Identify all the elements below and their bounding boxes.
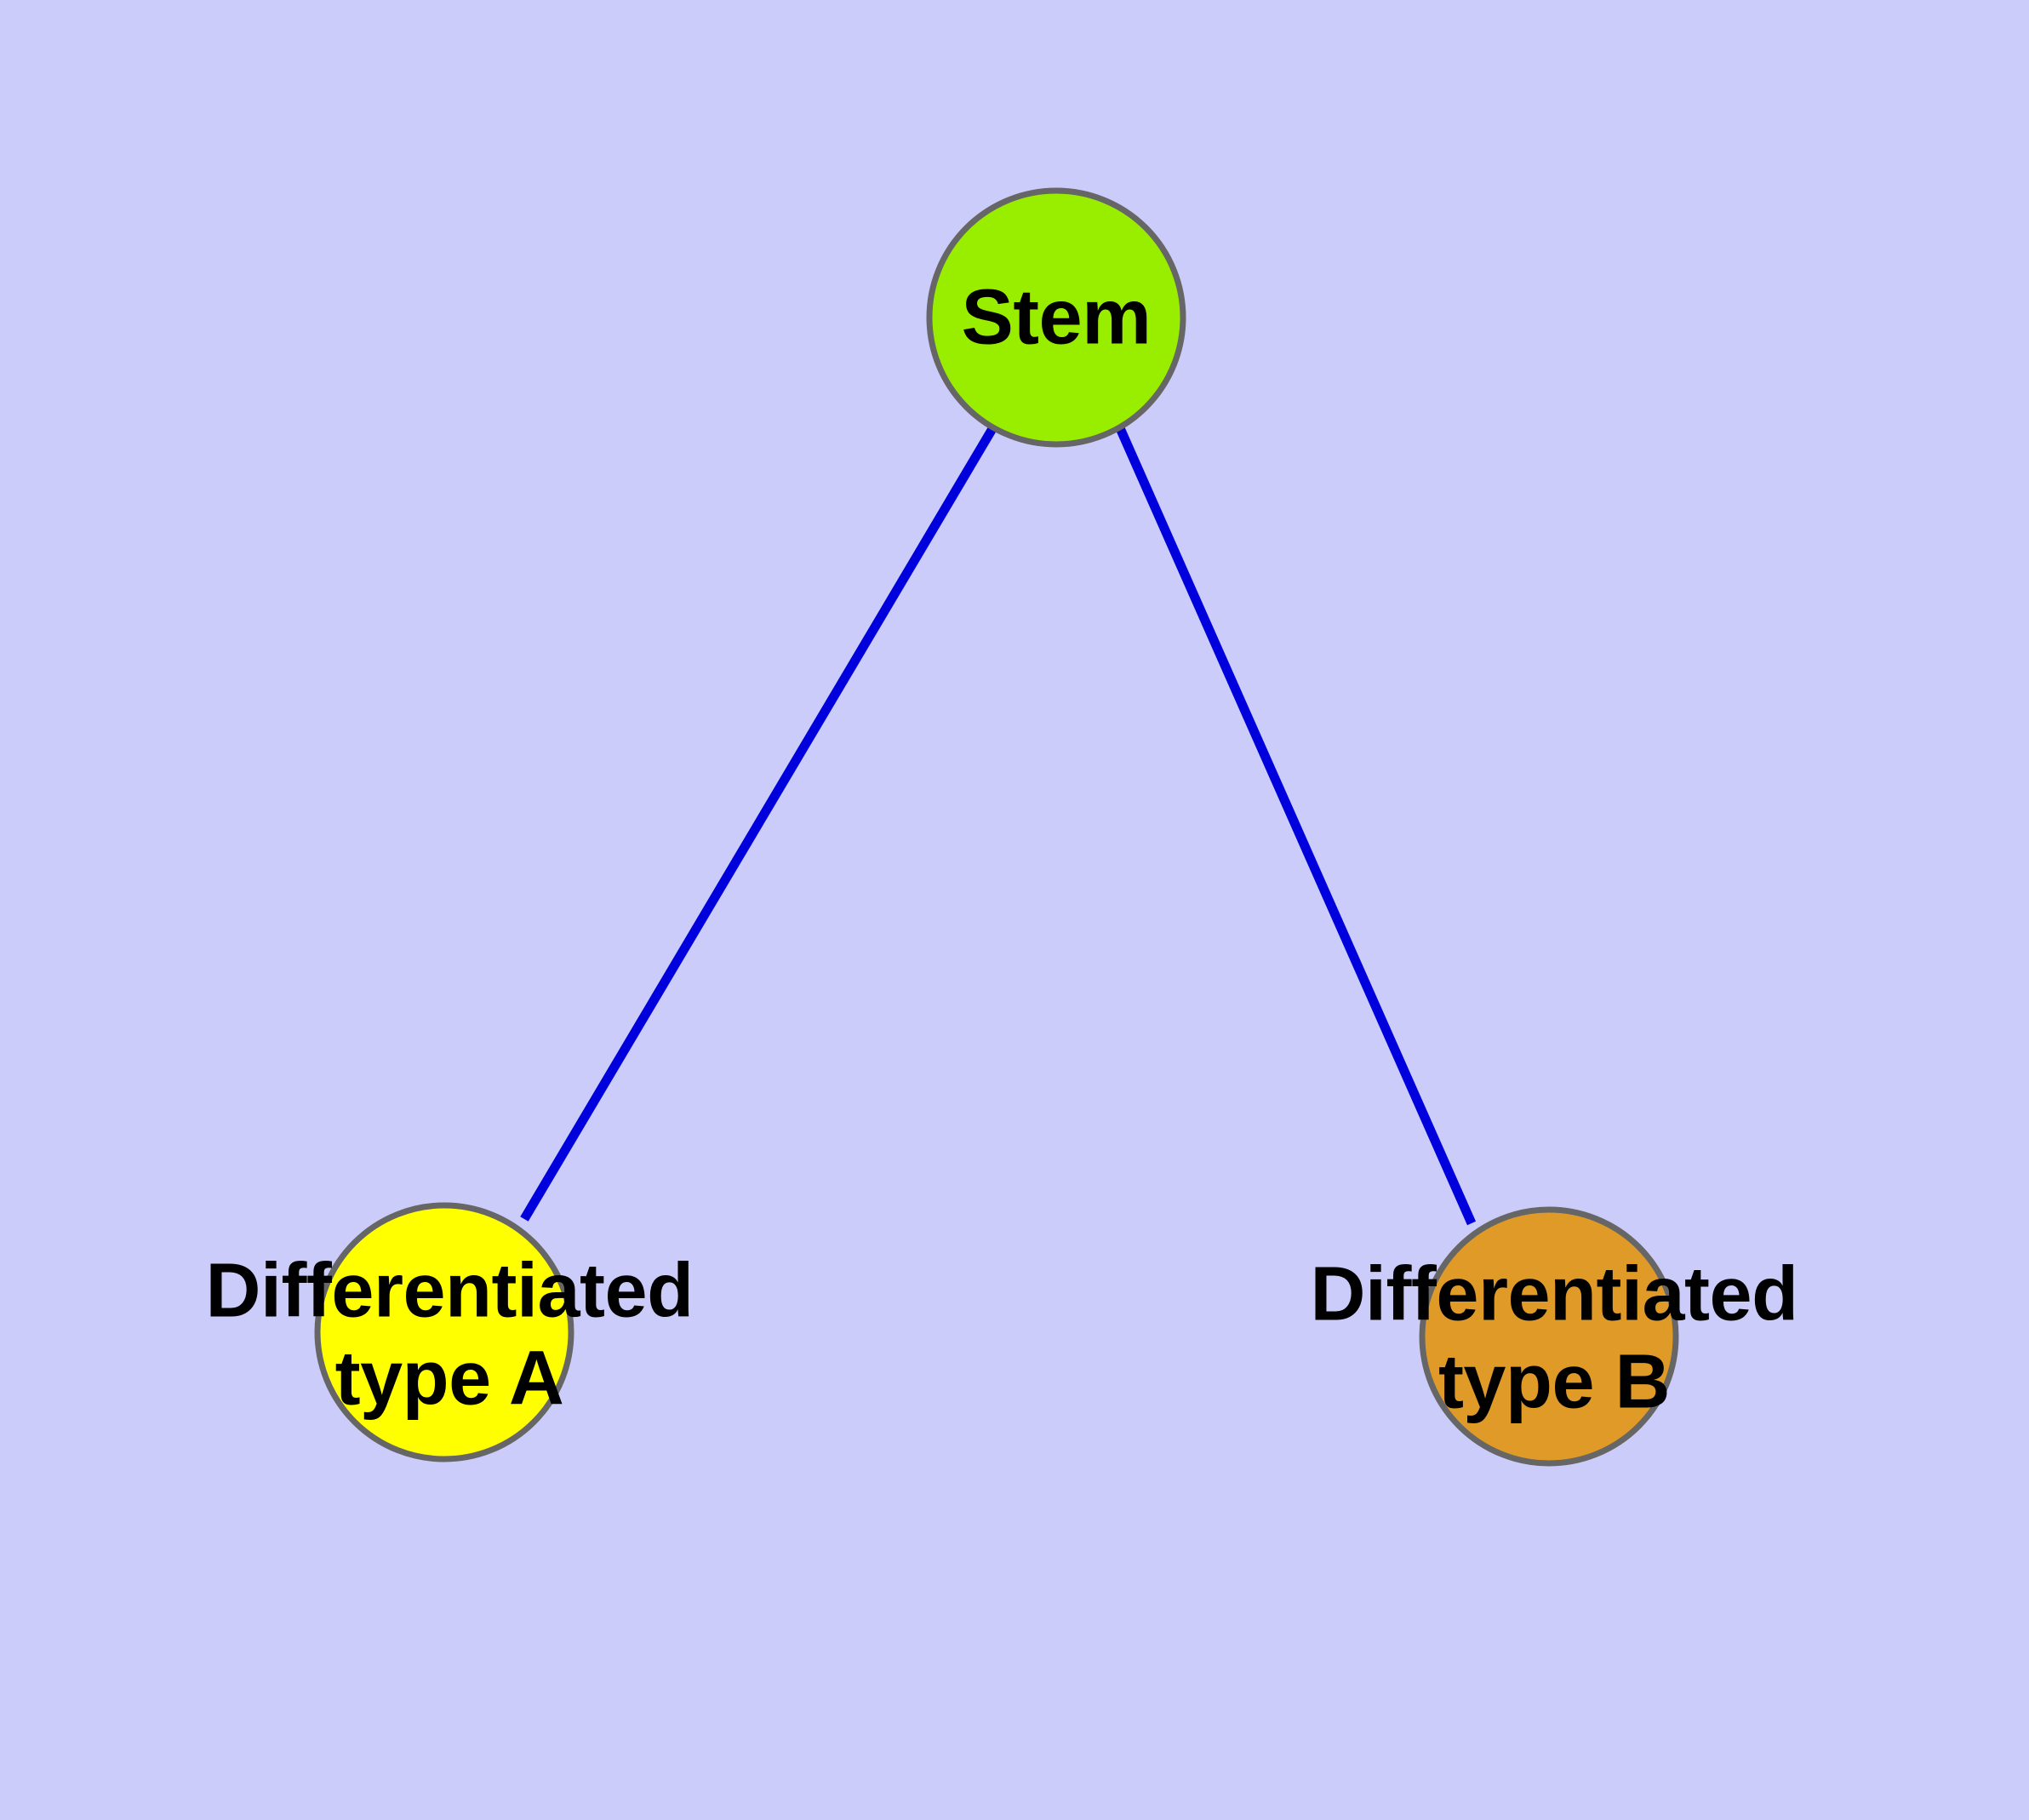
node-layer: [314, 187, 1679, 1467]
edge-layer: [520, 425, 1477, 1226]
node-type-b[interactable]: [1419, 1206, 1679, 1467]
node-stem[interactable]: [926, 187, 1186, 448]
edge-stem-type-a: [520, 425, 997, 1222]
edge-stem-type-b: [1115, 426, 1477, 1226]
node-type-a[interactable]: [314, 1202, 574, 1462]
